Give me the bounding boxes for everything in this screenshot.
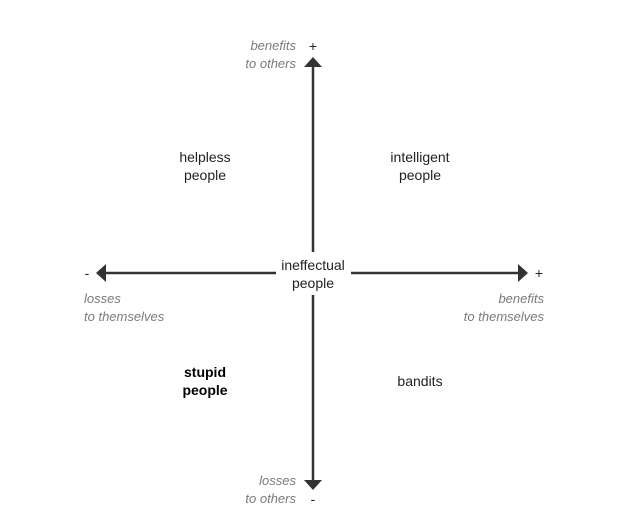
top-axis-label-line2: to others [245,56,296,71]
center-label-line2: people [291,275,335,291]
quadrant-bottom-right-label: bandits [370,372,470,390]
quadrant-bottom-left-line1: stupid [184,364,226,380]
center-label-line1: ineffectual [281,257,345,273]
bottom-axis-label-line1: losses [259,473,296,488]
bottom-axis-label: losses to others [236,472,296,508]
quadrant-top-right-line2: people [398,167,442,183]
top-axis-label: benefits to others [236,37,296,73]
arrowhead-top [304,57,322,67]
arrowhead-right [518,264,528,282]
right-axis-label: benefits to themselves [444,290,544,326]
quadrant-top-right-line1: intelligent [390,149,450,165]
right-axis-sign: + [534,265,544,281]
top-axis-sign: + [308,38,318,54]
quadrant-top-right-label: intelligent people [370,148,470,184]
left-axis-sign: - [84,265,90,281]
quadrant-bottom-left-label: stupid people [155,363,255,399]
arrowhead-left [96,264,106,282]
left-axis-label-line1: losses [84,291,121,306]
left-axis-label: losses to themselves [84,290,184,326]
bottom-axis-sign: - [310,491,316,507]
left-axis-label-line2: to themselves [84,309,165,324]
arrowhead-bottom [304,480,322,490]
right-axis-label-line2: to themselves [463,309,544,324]
quadrant-bottom-left-line2: people [182,382,228,398]
quadrant-top-left-label: helpless people [155,148,255,184]
bottom-axis-label-line2: to others [245,491,296,506]
quadrant-bottom-right-line1: bandits [397,373,443,389]
quadrant-top-left-line2: people [183,167,227,183]
quadrant-top-left-line1: helpless [179,149,231,165]
right-axis-label-line1: benefits [498,291,544,306]
top-axis-label-line1: benefits [250,38,296,53]
center-label: ineffectual people [273,256,353,292]
